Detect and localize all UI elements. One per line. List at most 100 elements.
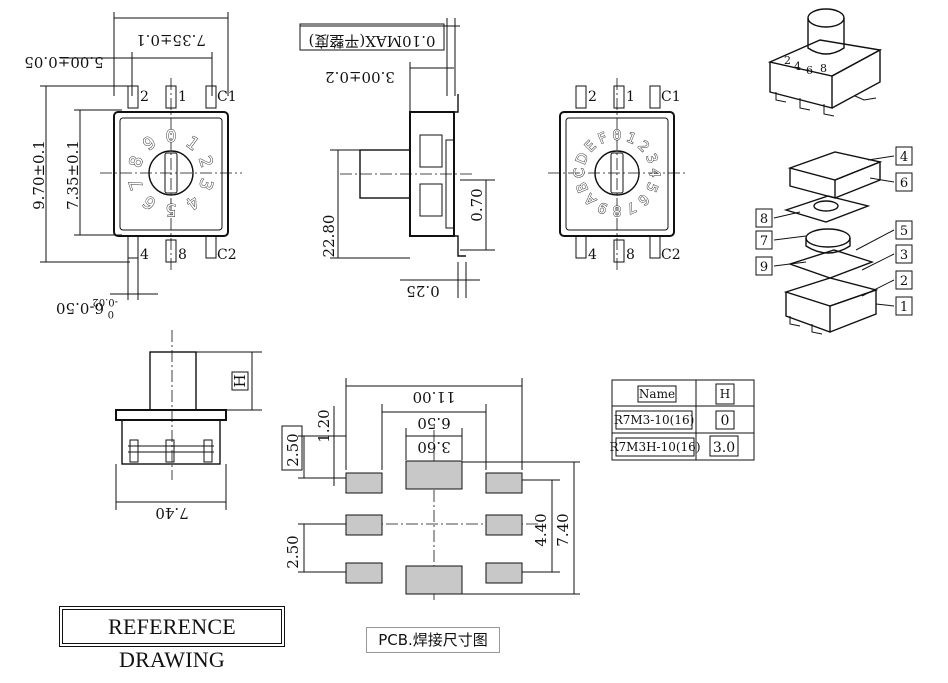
table-header-name: Name [639,387,675,401]
dial-digit: 0 [613,128,622,144]
callout-number: 2 [900,274,908,289]
front-shaft [149,351,197,411]
callout-number: 7 [760,234,768,249]
pcb-pad [485,514,523,536]
dim-h: H [231,374,249,387]
dim-pcb-pitch-b: 2.50 [284,535,302,568]
pin-c2 [205,235,217,259]
dial-digit: C [572,168,588,178]
pin-label-2: 2 [140,89,149,105]
callout-box [895,244,913,264]
hex-pin-label-2: 2 [588,89,597,105]
dial-digit: 7 [624,198,638,216]
svg-text:2: 2 [784,54,791,67]
pcb-caption: PCB.焊接尺寸图 [366,627,500,653]
dial-digit: 9 [140,133,161,156]
dial-digit: 1 [182,133,203,156]
table-cell: R7M3-10(16) [614,413,695,427]
dial-digit: 0 [166,127,177,147]
dim-total-side: 22.80 [320,215,338,258]
hex-pin-label-1: 1 [626,89,635,105]
pin-label-c1: C1 [217,89,237,105]
callout-number: 4 [900,150,908,165]
dim-total-height: 9.70±0.1 [30,140,48,210]
callout-box [755,256,773,276]
dim-pcb-outer: 11.00 [413,388,456,406]
dial-digit: F [596,130,610,148]
side-view: 0.10MAX(平整度) 3.00±0.2 22.80 0.70 0.25 [299,18,495,300]
dim-lead-span: 5.00±0.05 [24,53,103,71]
dial-digit: 4 [182,191,203,214]
callout-box [895,296,913,316]
callout-box [755,230,773,250]
hex-body [559,111,675,237]
dim-shaft: 0.70 [468,188,486,221]
dim-lead-length: 3.00±0.2 [325,68,395,86]
pin-label-8: 8 [178,247,187,263]
dial-digit: 2 [634,138,652,156]
dial-digit: 8 [613,202,622,218]
dial-digit: 7 [126,176,148,192]
dial-digit: 4 [646,169,662,178]
pcb-pad [485,562,523,584]
dim-flatness: 0.10MAX(平整度) [309,32,436,50]
table-cell: 0 [721,413,730,429]
top-view: 7.35±0.1 5.00±0.05 9.70±0.1 7.35±0.1 6-0… [24,12,242,319]
dial-digit: B [574,180,592,195]
callout-box [755,208,773,228]
pcb-pad [405,460,463,490]
callout-number: 9 [760,260,768,275]
dial-digit: 9 [596,198,610,216]
pin-label-4: 4 [140,247,149,263]
table-header-h: H [720,387,730,401]
pcb-pad [345,562,383,584]
dial-digit: E [582,138,600,156]
dim-front-width: 7.40 [155,504,188,522]
exploded-view: 2 4 6 8 [767,8,895,335]
callout-labels: 4 6 8 7 5 9 3 2 1 [755,146,913,316]
spec-table: Name H R7M3-10(16) 0 R7M3H-10(16) 3.0 [609,379,755,461]
callout-number: 5 [900,224,908,239]
pcb-pad [345,514,383,536]
pin-c1 [205,85,217,109]
pcb-pad [405,565,463,595]
svg-text:4: 4 [794,60,801,73]
callout-box [895,270,913,290]
dim-pcb-mid: 6.50 [417,414,450,432]
pin-label-c2: C2 [217,247,237,263]
dial-digit: D [573,151,592,167]
dial-digit: 8 [126,154,148,170]
dim-pcb-pad-span: 4.40 [532,513,550,546]
pcb-pad [485,472,523,494]
dial-digit: 2 [194,154,216,170]
dial-digit: 1 [624,130,638,148]
hex-pin-label-c2: C2 [661,247,681,263]
switch-body [113,111,229,237]
pin-tol-upper: 0 [108,308,114,319]
callout-number: 1 [900,300,908,315]
pin-label-1: 1 [178,89,187,105]
dial-digit: 3 [642,152,660,166]
pcb-layout: 11.00 6.50 3.60 2.50 1.20 2.50 [281,378,580,600]
dial-digit: 3 [194,176,216,192]
hex-pin-label-4: 4 [588,247,597,263]
callout-number: 8 [760,212,768,227]
pcb-pad [345,472,383,494]
callout-number: 6 [900,176,908,191]
dial-digit: 5 [642,180,660,194]
dim-pcb-total-height: 7.40 [554,513,572,546]
dim-pcb-pitch-a: 2.50 [284,433,302,466]
dim-foot: 0.25 [406,282,439,300]
callout-box [895,220,913,240]
pin-tol-lower: -0.02 [92,296,118,307]
callout-number: 3 [900,248,908,263]
dim-pin-width: 6-0.50 0 -0.02 [56,296,118,319]
svg-text:6: 6 [806,64,813,77]
reference-drawing-title: REFERENCE DRAWING [59,606,285,672]
dial-digit: 5 [166,199,177,219]
front-view: H 7.40 [115,330,262,522]
callout-box [895,172,913,192]
callout-box [895,146,913,166]
